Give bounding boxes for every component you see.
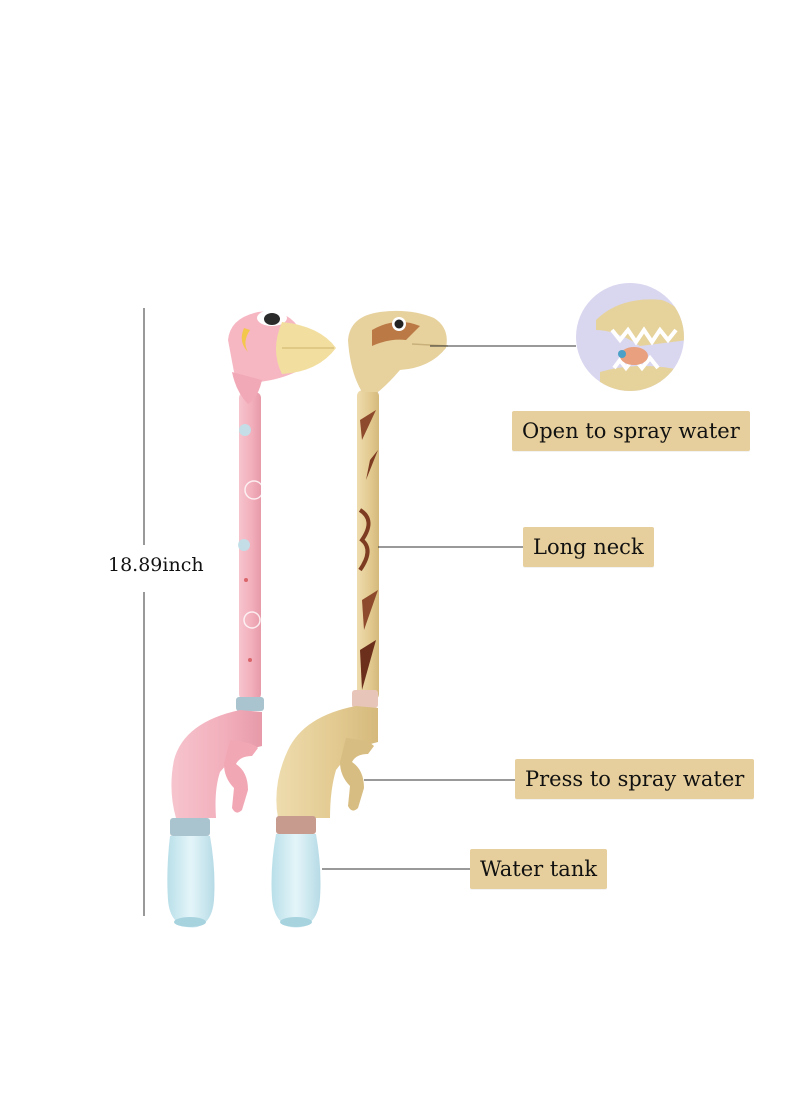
callout-lines xyxy=(322,345,576,870)
pink-bird-toy xyxy=(167,310,336,928)
callout-long-neck: Long neck xyxy=(523,527,654,567)
callout-press-to-spray: Press to spray water xyxy=(515,759,755,799)
mouth-detail-inset xyxy=(576,283,684,391)
dinosaur-toy xyxy=(271,310,449,928)
callout-water-tank: Water tank xyxy=(470,849,608,889)
height-dimension-label: 18.89inch xyxy=(104,552,208,578)
callout-open-to-spray: Open to spray water xyxy=(512,411,750,451)
